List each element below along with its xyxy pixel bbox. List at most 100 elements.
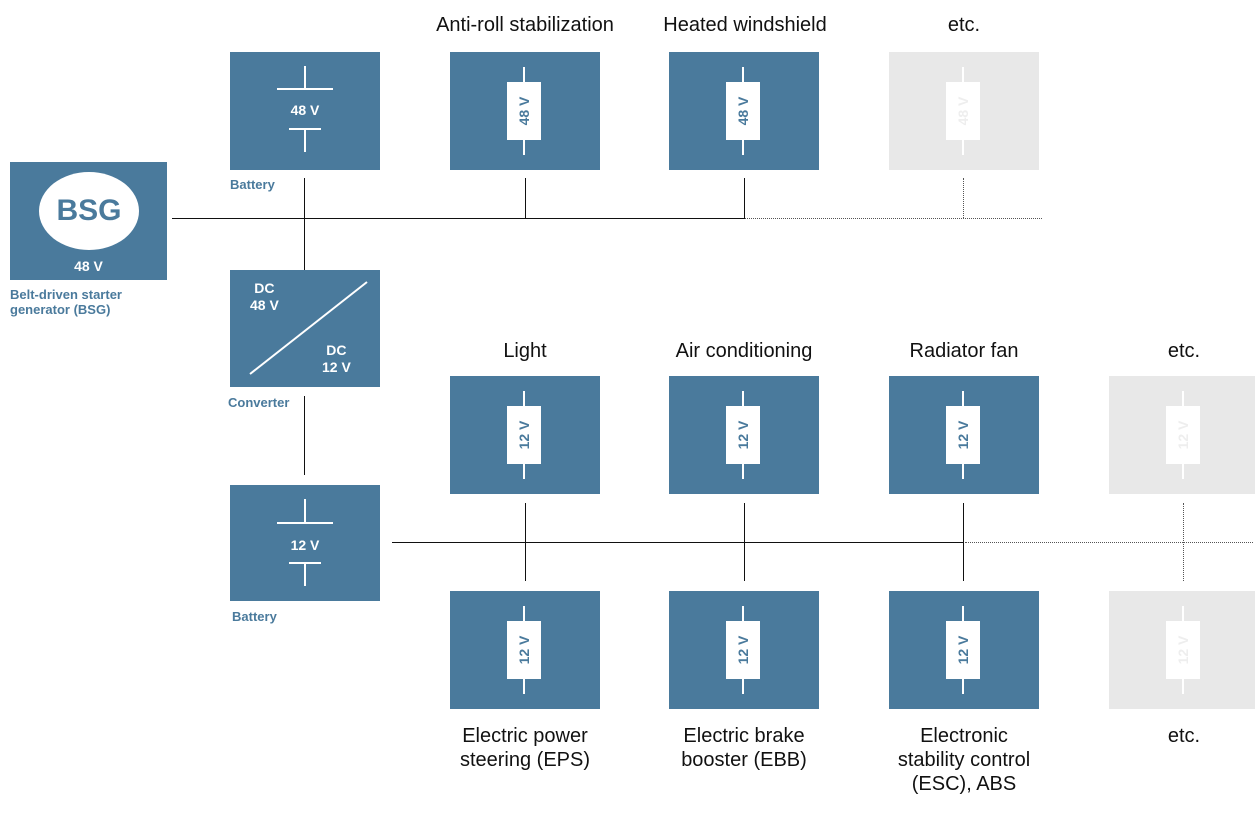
load12-bottom-etc-label-line1: etc. bbox=[1167, 725, 1201, 747]
load12-esc-label-line1: Electronic bbox=[920, 725, 1008, 747]
load12-bottom-etc-box: 12 V bbox=[1109, 591, 1255, 709]
load12-fan-resistor: 12 V bbox=[946, 391, 980, 479]
load12-bottom-etc-label: etc. bbox=[1094, 724, 1255, 748]
load12-fan-label: Radiator fan bbox=[909, 340, 1019, 362]
resistor-lead-top bbox=[742, 391, 744, 406]
resistor-lead-bottom bbox=[742, 464, 744, 479]
resistor-lead-top bbox=[962, 391, 964, 406]
etc12-drop-dotted bbox=[1183, 503, 1184, 581]
resistor-lead-bottom bbox=[962, 140, 964, 155]
light-eps-wire bbox=[525, 503, 526, 581]
battery-48v-plate-top bbox=[277, 88, 333, 90]
battery-12v-lead-top bbox=[304, 499, 306, 522]
converter-box: DC 48 V DC 12 V bbox=[230, 270, 380, 387]
etc48-drop-dotted bbox=[963, 178, 964, 218]
bus-12v-extension bbox=[965, 542, 1253, 543]
heated-windshield-drop-wire bbox=[744, 178, 745, 219]
load12-ebb-resistor: 12 V bbox=[726, 606, 760, 694]
load12-bottom-etc-voltage: 12 V bbox=[1175, 635, 1191, 665]
battery-48v-voltage: 48 V bbox=[290, 102, 320, 118]
load12-ac-voltage: 12 V bbox=[735, 420, 751, 450]
load48-anti-roll-voltage: 48 V bbox=[516, 96, 532, 126]
load12-top-etc-box: 12 V bbox=[1109, 376, 1255, 494]
load12-esc-label-line2: stability control bbox=[897, 749, 1031, 771]
load12-eps-label-line2: steering (EPS) bbox=[459, 749, 591, 771]
load48-anti-roll-box: 48 V bbox=[450, 52, 600, 170]
battery-48v-plate-bottom bbox=[289, 128, 321, 130]
bsg-caption: Belt-driven starter generator (BSG) bbox=[10, 287, 122, 317]
converter-battery12-wire bbox=[304, 396, 305, 475]
resistor-lead-top bbox=[962, 67, 964, 82]
battery-48v-lead-top bbox=[304, 66, 306, 88]
load48-anti-roll-resistor: 48 V bbox=[507, 67, 541, 155]
battery-12v-plate-bottom bbox=[289, 562, 321, 564]
load12-fan-voltage: 12 V bbox=[955, 420, 971, 450]
load12-top-etc-voltage: 12 V bbox=[1175, 420, 1191, 450]
converter-input-label: DC bbox=[254, 280, 275, 296]
converter-output-label: DC bbox=[326, 342, 347, 358]
resistor-lead-bottom bbox=[962, 679, 964, 694]
load12-eps-resistor: 12 V bbox=[507, 606, 541, 694]
resistor-lead-top bbox=[1182, 606, 1184, 621]
load12-esc-label-line3: (ESC), ABS bbox=[911, 773, 1017, 795]
bsg-caption-line1: Belt-driven starter bbox=[10, 287, 122, 302]
load12-eps-label: Electric power steering (EPS) bbox=[425, 724, 625, 772]
load48-etc-voltage: 48 V bbox=[955, 96, 971, 126]
converter-input-voltage: 48 V bbox=[250, 297, 279, 313]
battery-48v-caption: Battery bbox=[230, 177, 275, 192]
converter-output-voltage: 12 V bbox=[322, 359, 351, 375]
resistor-lead-bottom bbox=[742, 140, 744, 155]
load12-light-label: Light bbox=[503, 340, 547, 362]
load12-ebb-box: 12 V bbox=[669, 591, 819, 709]
resistor-lead-top bbox=[523, 67, 525, 82]
load12-ac-box: 12 V bbox=[669, 376, 819, 494]
battery-12v-voltage: 12 V bbox=[290, 537, 320, 553]
resistor-lead-top bbox=[523, 606, 525, 621]
load12-eps-box: 12 V bbox=[450, 591, 600, 709]
resistor-lead-bottom bbox=[962, 464, 964, 479]
battery-48v-lead-bottom bbox=[304, 130, 306, 152]
load12-ebb-label-line1: Electric brake bbox=[683, 725, 805, 747]
load12-ebb-label-line2: booster (EBB) bbox=[681, 749, 807, 771]
load12-light-resistor: 12 V bbox=[507, 391, 541, 479]
battery48-drop-wire bbox=[304, 178, 305, 270]
anti-roll-drop-wire bbox=[525, 178, 526, 219]
converter-diagonal bbox=[249, 281, 368, 375]
bsg-box: BSG 48 V bbox=[10, 162, 167, 280]
load12-eps-voltage: 12 V bbox=[516, 635, 532, 665]
bsg-logo-ellipse: BSG bbox=[39, 172, 139, 250]
battery-12v-caption: Battery bbox=[232, 609, 277, 624]
load48-etc-resistor: 48 V bbox=[946, 67, 980, 155]
resistor-lead-bottom bbox=[742, 679, 744, 694]
bsg-voltage: 48 V bbox=[74, 258, 103, 274]
resistor-lead-bottom bbox=[1182, 679, 1184, 694]
load48-heated-windshield-voltage: 48 V bbox=[735, 96, 751, 126]
bus-48v-extension bbox=[745, 218, 1042, 219]
resistor-lead-top bbox=[1182, 391, 1184, 406]
load12-top-etc-resistor: 12 V bbox=[1166, 391, 1200, 479]
converter-output: DC 12 V bbox=[322, 342, 351, 376]
load12-light-box: 12 V bbox=[450, 376, 600, 494]
load12-top-etc-label: etc. bbox=[1167, 340, 1201, 362]
load12-esc-label: Electronic stability control (ESC), ABS bbox=[864, 724, 1064, 796]
load12-ebb-label: Electric brake booster (EBB) bbox=[644, 724, 844, 772]
load12-ac-label: Air conditioning bbox=[675, 340, 813, 362]
resistor-lead-top bbox=[962, 606, 964, 621]
load48-etc-label: etc. bbox=[947, 14, 981, 36]
resistor-lead-top bbox=[742, 606, 744, 621]
fan-esc-wire bbox=[963, 503, 964, 581]
bsg-logo-text: BSG bbox=[56, 194, 122, 227]
load48-heated-windshield-label: Heated windshield bbox=[663, 14, 827, 36]
battery-12v-lead-bottom bbox=[304, 564, 306, 586]
bus-12v-wire bbox=[392, 542, 964, 543]
load12-esc-voltage: 12 V bbox=[955, 635, 971, 665]
resistor-lead-bottom bbox=[523, 140, 525, 155]
battery-48v-box: 48 V bbox=[230, 52, 380, 170]
resistor-lead-bottom bbox=[1182, 464, 1184, 479]
load48-anti-roll-label: Anti-roll stabilization bbox=[436, 14, 614, 36]
converter-input: DC 48 V bbox=[250, 280, 279, 314]
load48-etc-box: 48 V bbox=[889, 52, 1039, 170]
ac-ebb-wire bbox=[744, 503, 745, 581]
load12-ebb-voltage: 12 V bbox=[735, 635, 751, 665]
resistor-lead-top bbox=[523, 391, 525, 406]
